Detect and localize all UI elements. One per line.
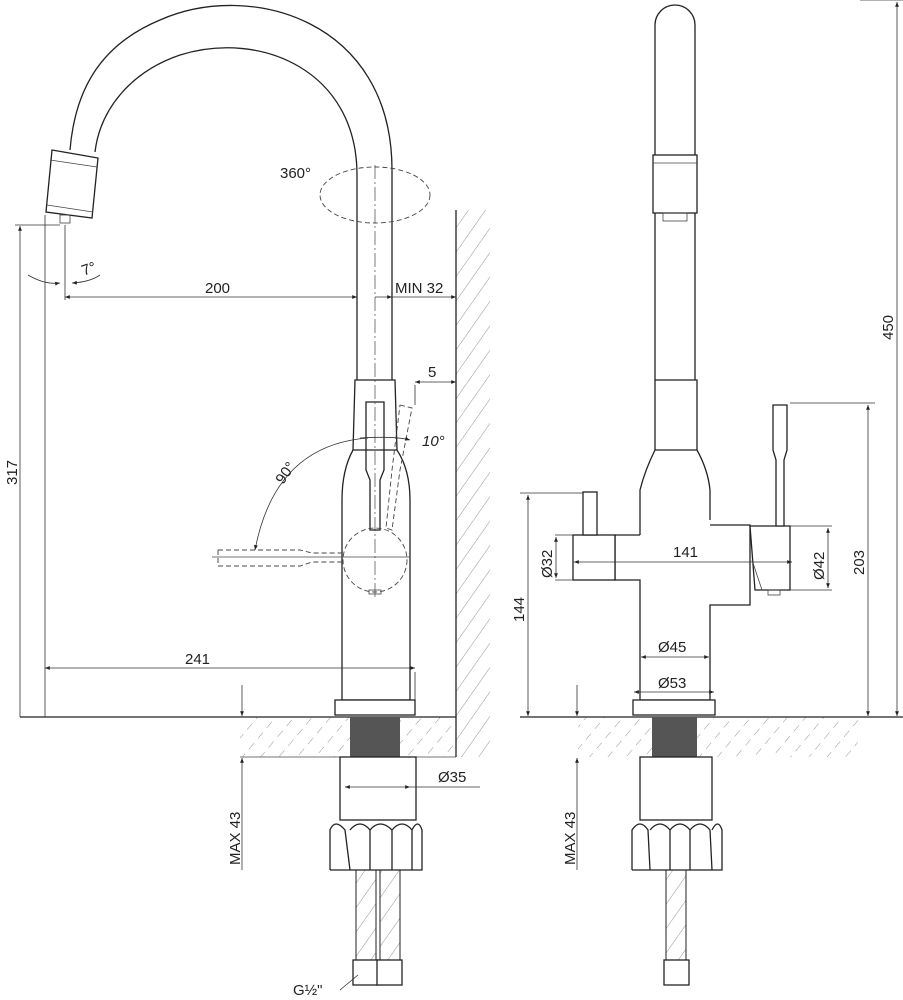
dim-200: 200 xyxy=(205,280,230,297)
dim-5: 5 xyxy=(428,364,436,381)
dim-317: 317 xyxy=(4,460,21,485)
dim-144: 144 xyxy=(511,597,528,622)
side-dimensions: 317 241 200 MIN 32 7° 360° 5 10° 90° xyxy=(4,165,480,999)
spout-front xyxy=(572,4,791,986)
dim-203: 203 xyxy=(851,550,868,575)
dim-max-43-front: MAX 43 xyxy=(562,812,579,865)
dim-7-deg: 7° xyxy=(79,259,98,280)
rotation-360: 360° xyxy=(280,165,311,182)
dim-42: Ø42 xyxy=(811,552,828,580)
dim-32: Ø32 xyxy=(539,550,556,578)
side-view: 317 241 200 MIN 32 7° 360° 5 10° 90° xyxy=(4,4,490,999)
dim-141: 141 xyxy=(673,544,698,561)
front-dimensions: 450 203 144 Ø32 141 Ø42 Ø45 Ø53 MAX 43 xyxy=(511,0,903,870)
mounting-hardware xyxy=(329,717,423,986)
dim-241: 241 xyxy=(185,651,210,668)
dim-35: Ø35 xyxy=(438,769,466,786)
countertop-front xyxy=(520,716,903,757)
dim-53: Ø53 xyxy=(658,675,686,692)
spout xyxy=(45,4,431,600)
dim-10-deg: 10° xyxy=(422,433,445,450)
hose-thread-g-half: G½" xyxy=(293,982,323,999)
dim-90-deg: 90° xyxy=(272,459,299,487)
dim-max-43-side: MAX 43 xyxy=(227,812,244,865)
dim-450: 450 xyxy=(880,315,897,340)
wall xyxy=(455,210,490,757)
dim-min-32: MIN 32 xyxy=(395,280,443,297)
body xyxy=(212,379,416,716)
dim-45: Ø45 xyxy=(658,639,686,656)
countertop xyxy=(20,716,456,758)
front-view: 450 203 144 Ø32 141 Ø42 Ø45 Ø53 MAX 43 xyxy=(511,0,903,986)
